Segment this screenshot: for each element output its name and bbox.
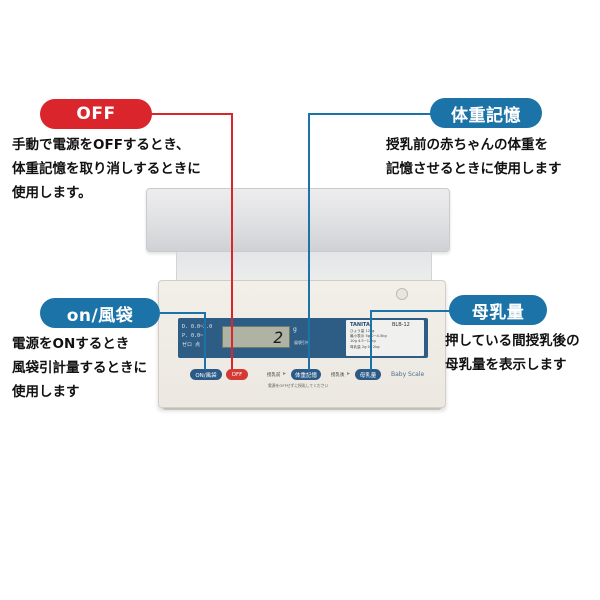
on-leader-horizontal xyxy=(160,312,206,314)
off-leader-vertical xyxy=(231,113,233,369)
before-feeding-label: 授乳前 xyxy=(267,373,281,378)
model-number: BLB-12 xyxy=(392,322,410,328)
weight-memory-button[interactable]: 体重記憶 xyxy=(291,369,321,380)
spec-line: 母乳量 2g 0~2kg xyxy=(350,344,380,349)
product-name: Baby Scale xyxy=(391,371,425,378)
breast-milk-description: 押している間授乳後の 母乳量を表示します xyxy=(445,329,580,377)
on-tare-description-line: 使用します xyxy=(12,384,80,400)
control-panel: D. 0.0~2.0 P. 0.0~ ゼロ 点 2 g 風袋引中 TANITA … xyxy=(178,318,428,358)
spec-line: 最小表示 5g 0~4.5kg xyxy=(350,334,387,339)
breast-milk-callout-badge: 母乳量 xyxy=(449,295,547,325)
after-feeding-label: 授乳後 xyxy=(331,373,345,378)
brand-logo: TANITA xyxy=(350,322,370,328)
memory-leader-vertical xyxy=(308,113,310,370)
on-tare-description: 電源をONするとき 風袋引計量するときに 使用します xyxy=(12,332,147,404)
weighing-platform xyxy=(146,188,450,252)
off-description-line: 使用します。 xyxy=(12,185,92,201)
level-indicator-icon xyxy=(396,288,408,300)
lcd-note: 風袋引中 xyxy=(294,340,310,345)
off-callout-badge: OFF xyxy=(40,99,152,129)
arrow-right-icon: ▸ xyxy=(347,370,351,377)
panel-legend-line: P. 0.0~ xyxy=(182,333,204,339)
panel-legend: D. 0.0~2.0 P. 0.0~ ゼロ 点 xyxy=(182,323,212,350)
on-tare-button[interactable]: ON/風袋 xyxy=(190,369,222,380)
spec-line: ひょう量 12kg xyxy=(350,329,375,333)
milk-leader-vertical xyxy=(370,310,372,370)
arrow-right-icon: ▸ xyxy=(283,370,287,377)
lcd-value: 2 xyxy=(273,328,283,347)
milk-leader-horizontal xyxy=(370,310,450,312)
off-button[interactable]: OFF xyxy=(226,369,248,380)
spec-text: ひょう量 12kg 最小表示 5g 0~4.5kg 10g 4.5~12kg 母… xyxy=(350,329,387,350)
spec-plate: TANITA BLB-12 ひょう量 12kg 最小表示 5g 0~4.5kg … xyxy=(346,320,424,356)
usage-note: 電源をOFFせずに授乳してください xyxy=(268,383,329,388)
weight-memory-description: 授乳前の赤ちゃんの体重を 記憶させるときに使用します xyxy=(386,133,562,181)
off-leader-horizontal xyxy=(150,113,233,115)
lcd-display: 2 xyxy=(222,326,290,348)
lcd-unit: g xyxy=(293,326,297,333)
panel-legend-line: ゼロ 点 xyxy=(182,342,201,348)
off-description: 手動で電源をOFFするとき、 体重記憶を取り消しするときに 使用します。 xyxy=(12,133,201,205)
weight-memory-description-line: 授乳前の赤ちゃんの体重を xyxy=(386,137,548,153)
breast-milk-button[interactable]: 母乳量 xyxy=(355,369,381,380)
off-description-line: 手動で電源をOFFするとき、 xyxy=(12,137,190,153)
on-tare-callout-badge: on/風袋 xyxy=(40,298,160,328)
on-tare-description-line: 電源をONするとき xyxy=(12,336,130,352)
panel-legend-line: D. 0.0~2.0 xyxy=(182,324,213,330)
platform-support xyxy=(176,252,432,282)
memory-leader-horizontal xyxy=(308,113,432,115)
breast-milk-description-line: 押している間授乳後の xyxy=(445,333,580,349)
spec-line: 10g 4.5~12kg xyxy=(350,339,376,344)
on-leader-vertical xyxy=(204,312,206,370)
on-tare-description-line: 風袋引計量するときに xyxy=(12,360,147,376)
off-description-line: 体重記憶を取り消しするときに xyxy=(12,161,201,177)
breast-milk-description-line: 母乳量を表示します xyxy=(445,357,567,373)
weight-memory-description-line: 記憶させるときに使用します xyxy=(386,161,562,177)
weight-memory-callout-badge: 体重記憶 xyxy=(430,98,542,128)
